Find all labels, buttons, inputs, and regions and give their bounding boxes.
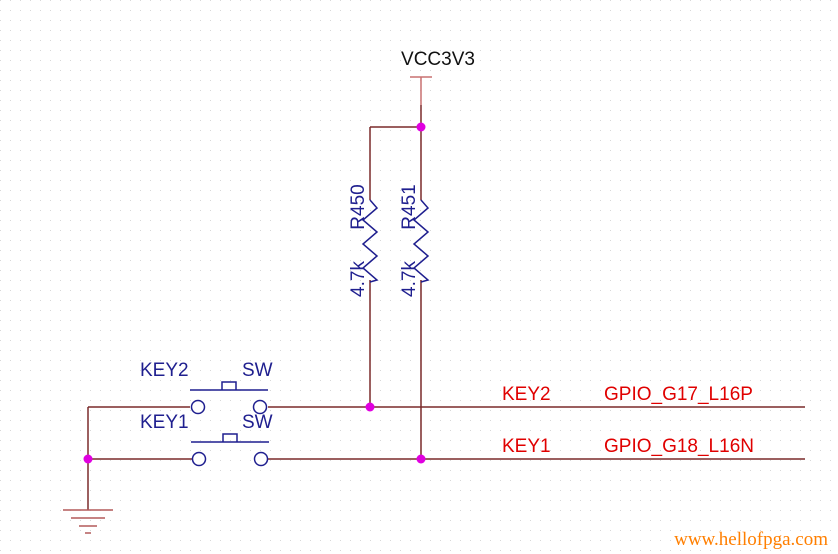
switch-key2: KEY2 SW: [140, 360, 273, 415]
switch-button: [221, 381, 237, 390]
ground-symbol: [63, 509, 113, 534]
wires: [87, 105, 805, 510]
r451-ref: R451: [399, 184, 420, 229]
junction-dot: [365, 402, 375, 412]
switch-contact: [191, 451, 207, 467]
r451-value: 4.7k: [399, 261, 420, 297]
r450-ref: R450: [348, 184, 369, 229]
resistor-r450: R450 4.7k: [348, 184, 379, 297]
key1-switch-type: SW: [242, 412, 273, 433]
vcc-power-symbol: [410, 76, 432, 105]
switch-key1: KEY1 SW: [140, 412, 273, 467]
switch-contact: [190, 399, 206, 415]
key1-switch-ref: KEY1: [140, 412, 189, 433]
r450-value: 4.7k: [348, 261, 369, 297]
net-label-key1: KEY1: [502, 436, 551, 457]
net-label-key2: KEY2: [502, 384, 551, 405]
junction-dot: [416, 454, 426, 464]
key2-switch-ref: KEY2: [140, 360, 189, 381]
junction-dot: [416, 122, 426, 132]
junction-dot: [83, 454, 93, 464]
resistor-body: [412, 199, 430, 283]
switch-contact: [253, 451, 269, 467]
watermark: www.hellofpga.com: [674, 529, 828, 550]
pin-label-gpio-g18: GPIO_G18_L16N: [604, 436, 754, 457]
key2-switch-type: SW: [242, 360, 273, 381]
resistor-r451: R451 4.7k: [399, 184, 430, 297]
junctions: [83, 122, 426, 464]
switch-contact: [252, 399, 268, 415]
resistor-body: [361, 199, 379, 283]
vcc-label: VCC3V3: [401, 49, 475, 70]
switch-button: [222, 433, 238, 442]
pin-label-gpio-g17: GPIO_G17_L16P: [604, 384, 753, 405]
